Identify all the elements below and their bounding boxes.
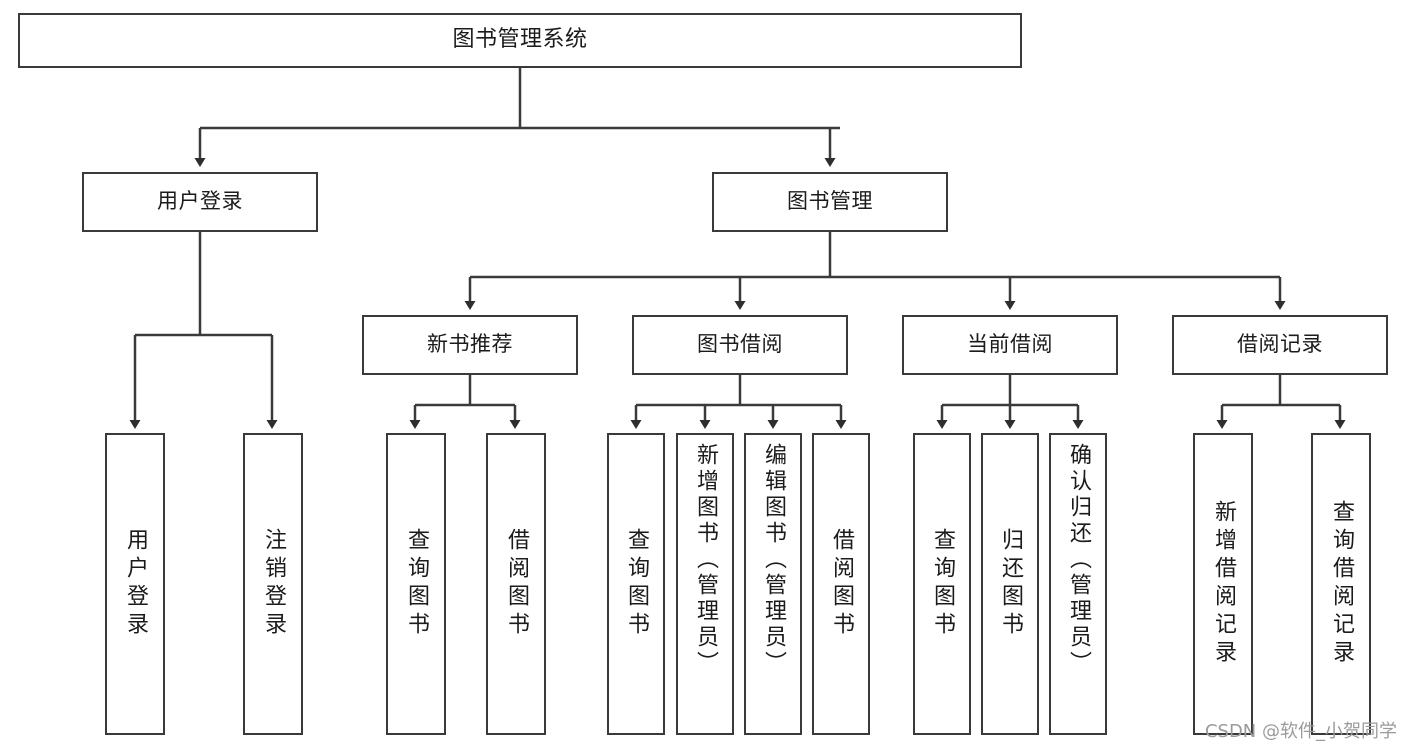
leaf-confirm-return-label: 确认归还（管理员）: [1066, 443, 1091, 677]
node-book-manage-label: 图书管理: [787, 189, 873, 214]
leaf-return-book-label: 归还图书: [998, 528, 1023, 640]
leaf-query-book-3[interactable]: 查询图书: [913, 433, 971, 735]
leaf-user-login[interactable]: 用户登录: [105, 433, 165, 735]
leaf-user-logout-label: 注销登录: [261, 528, 286, 640]
leaf-add-book[interactable]: 新增图书（管理员）: [676, 433, 734, 735]
node-book-manage[interactable]: 图书管理: [712, 172, 948, 232]
leaf-query-book-2[interactable]: 查询图书: [607, 433, 665, 735]
leaf-edit-book[interactable]: 编辑图书（管理员）: [744, 433, 802, 735]
leaf-add-record-label: 新增借阅记录: [1211, 500, 1236, 668]
leaf-user-logout[interactable]: 注销登录: [243, 433, 303, 735]
leaf-borrow-book-1[interactable]: 借阅图书: [486, 433, 546, 735]
leaf-add-record[interactable]: 新增借阅记录: [1193, 433, 1253, 735]
csdn-watermark: CSDN @软件_小贺同学: [1204, 721, 1397, 742]
leaf-borrow-book-2[interactable]: 借阅图书: [812, 433, 870, 735]
leaf-query-record[interactable]: 查询借阅记录: [1311, 433, 1371, 735]
leaf-edit-book-label: 编辑图书（管理员）: [761, 443, 786, 677]
node-book-borrow-label: 图书借阅: [697, 332, 783, 357]
node-current-borrow[interactable]: 当前借阅: [902, 315, 1118, 375]
leaf-user-login-label: 用户登录: [123, 528, 148, 640]
leaf-query-book-2-label: 查询图书: [624, 528, 649, 640]
node-user-login[interactable]: 用户登录: [82, 172, 318, 232]
node-new-book-rec-label: 新书推荐: [427, 332, 513, 357]
leaf-query-book-1-label: 查询图书: [404, 528, 429, 640]
node-borrow-record[interactable]: 借阅记录: [1172, 315, 1388, 375]
leaf-confirm-return[interactable]: 确认归还（管理员）: [1049, 433, 1107, 735]
leaf-query-book-1[interactable]: 查询图书: [386, 433, 446, 735]
node-root-label: 图书管理系统: [452, 27, 588, 53]
node-book-borrow[interactable]: 图书借阅: [632, 315, 848, 375]
node-borrow-record-label: 借阅记录: [1237, 332, 1323, 357]
leaf-query-book-3-label: 查询图书: [930, 528, 955, 640]
node-current-borrow-label: 当前借阅: [967, 332, 1053, 357]
node-user-login-label: 用户登录: [157, 189, 243, 214]
leaf-borrow-book-2-label: 借阅图书: [829, 528, 854, 640]
leaf-query-record-label: 查询借阅记录: [1329, 500, 1354, 668]
leaf-return-book[interactable]: 归还图书: [981, 433, 1039, 735]
leaf-borrow-book-1-label: 借阅图书: [504, 528, 529, 640]
node-root[interactable]: 图书管理系统: [18, 13, 1022, 68]
leaf-add-book-label: 新增图书（管理员）: [693, 443, 718, 677]
node-new-book-rec[interactable]: 新书推荐: [362, 315, 578, 375]
